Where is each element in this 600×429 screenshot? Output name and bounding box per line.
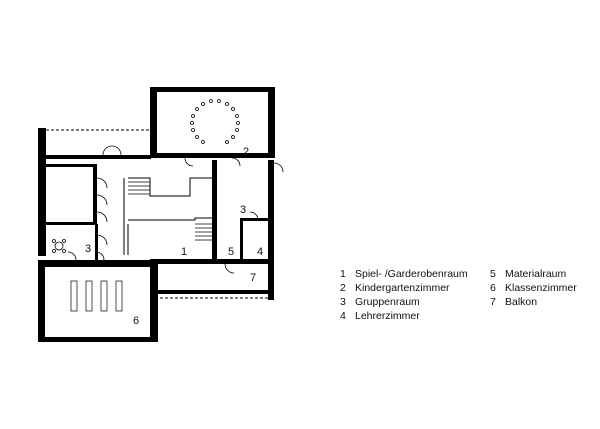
- doors: [67, 145, 284, 274]
- thin-lines: [39, 88, 272, 341]
- classroom-desks: [70, 280, 123, 312]
- svg-text:1: 1: [181, 246, 187, 258]
- group-table: [52, 239, 66, 253]
- room-labels: 1 2 3 3 4 5 6 7: [85, 146, 263, 327]
- svg-text:2: 2: [243, 146, 249, 158]
- svg-text:5: 5: [228, 246, 234, 258]
- svg-text:4: 4: [257, 246, 263, 258]
- svg-text:7: 7: [250, 272, 256, 284]
- svg-text:3: 3: [240, 204, 246, 216]
- svg-text:6: 6: [133, 315, 139, 327]
- kindergarten-chair-circle: [190, 99, 240, 144]
- svg-text:3: 3: [85, 243, 91, 255]
